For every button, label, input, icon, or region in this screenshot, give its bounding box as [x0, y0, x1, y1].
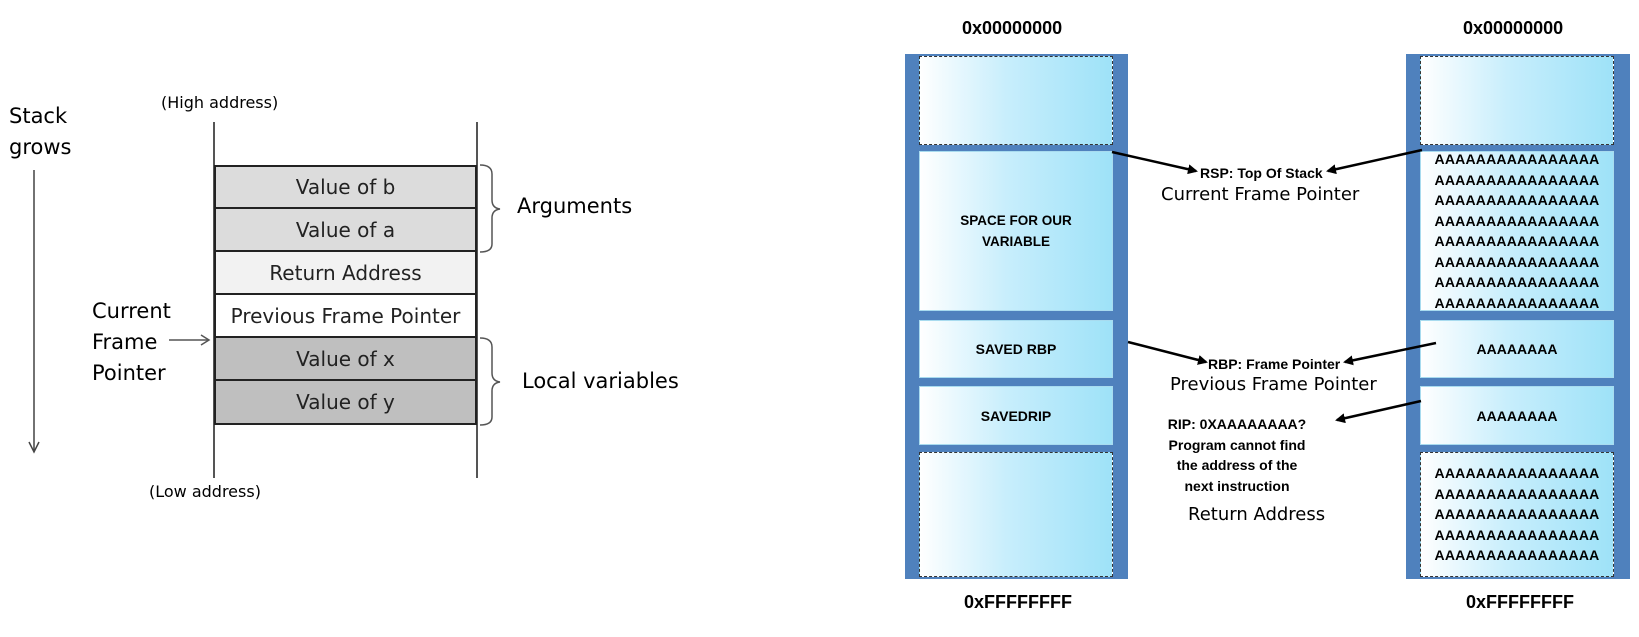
overflow-bottom-block: AAAAAAAAAAAAAAAA AAAAAAAAAAAAAAAA AAAAAA… — [1420, 452, 1614, 577]
current-frame-pointer-label: Current Frame Pointer — [92, 296, 171, 389]
rbp-arrow-right — [1343, 341, 1437, 366]
fill-row: AAAAAAAAAAAAAAAA — [1434, 465, 1600, 482]
fill-row: AAAAAAAAAAAAAAAA — [1434, 294, 1600, 311]
stack-grows-arrow — [28, 170, 40, 454]
top-address-1: 0x00000000 — [962, 18, 1063, 38]
stack-column-normal: SPACE FOR OUR VARIABLE SAVED RBP SAVEDRI… — [905, 54, 1128, 579]
rip-arrow — [1335, 399, 1422, 424]
previous-frame-pointer-caption: Previous Frame Pointer — [1170, 374, 1377, 395]
stack-grows-line1: Stack — [9, 104, 68, 128]
saved-rbp-block: SAVED RBP — [919, 320, 1113, 378]
cfp-line1: Current — [92, 299, 171, 323]
stack-cell-y: Value of y — [214, 381, 477, 425]
arguments-brace — [479, 164, 501, 253]
low-address-label: (Low address) — [149, 482, 261, 501]
arguments-label: Arguments — [517, 194, 633, 218]
fill-row: AAAAAAAAAAAAAAAA — [1434, 151, 1600, 167]
column1-top-empty-block — [919, 56, 1113, 145]
fill-row: AAAAAAAAAAAAAAAA — [1434, 171, 1600, 188]
rbp-arrow-left — [1127, 340, 1208, 365]
stack-cell-previous-frame-pointer: Previous Frame Pointer — [214, 295, 477, 338]
bottom-address-1: 0xFFFFFFFF — [964, 592, 1072, 612]
space-for-variable-block: SPACE FOR OUR VARIABLE — [919, 151, 1113, 311]
stack-column-overflowed: AAAAAAAAAAAAAAAA AAAAAAAAAAAAAAAA AAAAAA… — [1406, 54, 1630, 579]
return-address-caption: Return Address — [1188, 504, 1326, 525]
overwritten-rip-block: AAAAAAAA — [1420, 386, 1614, 445]
rip-line1: RIP: 0XAAAAAAAA? — [1167, 416, 1307, 432]
rsp-label: RSP: Top Of Stack — [1200, 165, 1323, 181]
fill-row: AAAAAAAAAAAAAAAA — [1434, 526, 1600, 543]
stack-left-rail — [213, 122, 215, 478]
stack-cell-x: Value of x — [214, 338, 477, 381]
top-address-2: 0x00000000 — [1463, 18, 1564, 38]
local-variables-label: Local variables — [522, 369, 679, 393]
fill-row: AAAAAAAAAAAAAAAA — [1434, 274, 1600, 290]
local-variables-brace — [479, 337, 501, 426]
fill-row: AAAAAAAAAAAAAAAA — [1434, 233, 1600, 249]
saved-rip-block: SAVEDRIP — [919, 386, 1113, 445]
stack-cell-return-address: Return Address — [214, 252, 477, 295]
rsp-arrow-right — [1326, 148, 1423, 175]
rip-line4: next instruction — [1184, 477, 1290, 494]
column2-top-empty-block — [1420, 56, 1614, 145]
fill-row: AAAAAAAAAAAAAAAA — [1434, 547, 1600, 564]
high-address-label: (High address) — [161, 93, 279, 112]
fill-row: AAAAAAAAAAAAAAAA — [1434, 192, 1600, 208]
current-frame-pointer-caption: Current Frame Pointer — [1161, 184, 1360, 205]
fill-row: AAAAAAAAAAAAAAAA — [1434, 212, 1600, 229]
rip-label: RIP: 0XAAAAAAAA? Program cannot find the… — [1165, 414, 1309, 496]
rip-line2: Program cannot find — [1168, 436, 1306, 453]
column1-bottom-empty-block — [919, 452, 1113, 577]
cfp-line3: Pointer — [92, 361, 166, 385]
bottom-address-2: 0xFFFFFFFF — [1466, 592, 1574, 612]
fill-row: AAAAAAAAAAAAAAAA — [1434, 506, 1600, 523]
current-frame-pointer-arrow — [169, 334, 211, 346]
rip-line3: the address of the — [1176, 457, 1298, 473]
space-block-line1: SPACE FOR OUR — [960, 213, 1072, 228]
fill-row: AAAAAAAAAAAAAAAA — [1434, 485, 1600, 502]
cfp-line2: Frame — [92, 330, 158, 354]
rsp-arrow-left — [1111, 150, 1198, 175]
fill-row: AAAAAAAAAAAAAAAA — [1434, 253, 1600, 270]
rbp-label: RBP: Frame Pointer — [1208, 356, 1341, 372]
stack-cell-a: Value of a — [214, 209, 477, 252]
stack-grows-line2: grows — [9, 135, 72, 159]
overflow-fill-block: AAAAAAAAAAAAAAAA AAAAAAAAAAAAAAAA AAAAAA… — [1420, 151, 1614, 311]
space-block-line2: VARIABLE — [981, 234, 1050, 249]
stack-cell-b: Value of b — [214, 165, 477, 209]
overwritten-rbp-block: AAAAAAAA — [1420, 320, 1614, 378]
stack-grows-label: Stack grows — [9, 101, 71, 163]
